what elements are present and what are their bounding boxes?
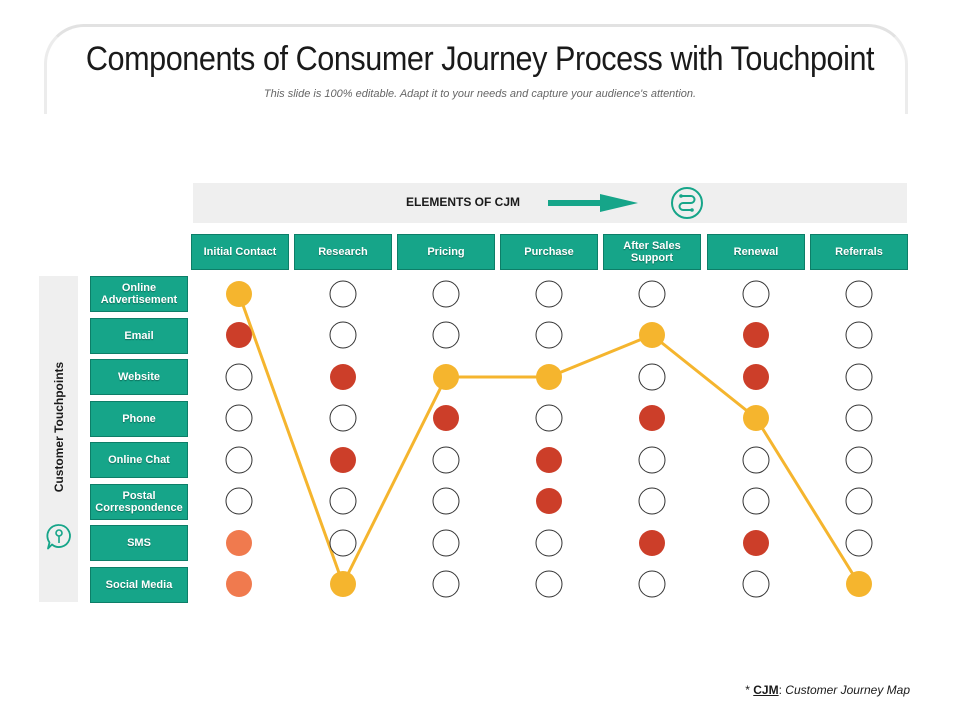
row-header-website: Website: [90, 359, 188, 395]
touchpoint-dot-r1-c5: [743, 322, 769, 348]
touchpoint-dot-r7-c0: [226, 571, 252, 597]
touchpoint-dot-r6-c3: [535, 529, 563, 557]
column-header-research: Research: [294, 234, 392, 270]
touchpoint-dot-r7-c1: [330, 571, 356, 597]
row-header-email: Email: [90, 318, 188, 354]
journey-path-icon: [671, 187, 703, 219]
touchpoint-dot-r0-c4: [638, 280, 666, 308]
touchpoint-dot-r6-c6: [845, 529, 873, 557]
touchpoint-dot-r3-c0: [225, 404, 253, 432]
touchpoint-dot-r2-c0: [225, 363, 253, 391]
touchpoint-dot-r1-c0: [226, 322, 252, 348]
row-header-postal-correspondence: Postal Correspondence: [90, 484, 188, 520]
touchpoint-dot-r1-c6: [845, 321, 873, 349]
touchpoint-dot-r5-c4: [638, 487, 666, 515]
column-header-purchase: Purchase: [500, 234, 598, 270]
touchpoint-dot-r4-c0: [225, 446, 253, 474]
row-header-sms: SMS: [90, 525, 188, 561]
column-header-renewal: Renewal: [707, 234, 805, 270]
footnote-star: *: [745, 683, 754, 697]
footnote: * CJM: Customer Journey Map: [745, 683, 910, 697]
touchpoint-dot-r2-c3: [536, 364, 562, 390]
touchpoint-dot-r5-c6: [845, 487, 873, 515]
touchpoint-dot-r7-c2: [432, 570, 460, 598]
title-frame: [44, 24, 908, 114]
touchpoint-dot-r0-c6: [845, 280, 873, 308]
touchpoint-dot-r4-c5: [742, 446, 770, 474]
touchpoint-dot-r4-c2: [432, 446, 460, 474]
touchpoint-dot-r3-c4: [639, 405, 665, 431]
touchpoint-dot-r2-c5: [743, 364, 769, 390]
touchpoint-dot-r6-c0: [226, 530, 252, 556]
touchpoint-dot-r7-c4: [638, 570, 666, 598]
touchpoint-dot-r0-c3: [535, 280, 563, 308]
row-header-phone: Phone: [90, 401, 188, 437]
touchpoint-bubble-icon: [46, 524, 71, 550]
touchpoint-dot-r1-c1: [329, 321, 357, 349]
page-subtitle: This slide is 100% editable. Adapt it to…: [263, 88, 697, 100]
touchpoint-dot-r3-c5: [743, 405, 769, 431]
column-header-initial-contact: Initial Contact: [191, 234, 289, 270]
touchpoint-dot-r7-c6: [846, 571, 872, 597]
touchpoint-dot-r1-c4: [639, 322, 665, 348]
touchpoint-dot-r7-c3: [535, 570, 563, 598]
touchpoint-dot-r3-c6: [845, 404, 873, 432]
column-header-referrals: Referrals: [810, 234, 908, 270]
touchpoint-dot-r3-c2: [433, 405, 459, 431]
touchpoint-dot-r5-c3: [536, 488, 562, 514]
right-arrow-icon: [548, 194, 638, 212]
touchpoint-dot-r7-c5: [742, 570, 770, 598]
page-title: Components of Consumer Journey Process w…: [85, 40, 875, 78]
touchpoint-dot-r1-c3: [535, 321, 563, 349]
touchpoint-dot-r0-c1: [329, 280, 357, 308]
touchpoint-dot-r6-c1: [329, 529, 357, 557]
touchpoint-dot-r2-c4: [638, 363, 666, 391]
touchpoint-dot-r6-c4: [639, 530, 665, 556]
column-header-after-sales-support: After Sales Support: [603, 234, 701, 270]
touchpoint-dot-r3-c1: [329, 404, 357, 432]
touchpoint-dot-r2-c1: [330, 364, 356, 390]
touchpoint-dot-r5-c5: [742, 487, 770, 515]
elements-label: ELEMENTS OF CJM: [406, 195, 521, 209]
touchpoint-dot-r2-c6: [845, 363, 873, 391]
touchpoint-dot-r3-c3: [535, 404, 563, 432]
touchpoint-dot-r4-c3: [536, 447, 562, 473]
column-header-pricing: Pricing: [397, 234, 495, 270]
touchpoint-dot-r1-c2: [432, 321, 460, 349]
row-header-social-media: Social Media: [90, 567, 188, 603]
touchpoint-dot-r5-c0: [225, 487, 253, 515]
touchpoint-dot-r0-c0: [226, 281, 252, 307]
touchpoint-dot-r4-c6: [845, 446, 873, 474]
footnote-abbr: CJM: [753, 683, 779, 697]
touchpoint-dot-r4-c4: [638, 446, 666, 474]
touchpoint-dot-r0-c5: [742, 280, 770, 308]
touchpoint-dot-r0-c2: [432, 280, 460, 308]
row-header-online-chat: Online Chat: [90, 442, 188, 478]
touchpoint-dot-r4-c1: [330, 447, 356, 473]
row-header-online-advertisement: Online Advertisement: [90, 276, 188, 312]
touchpoint-dot-r5-c2: [432, 487, 460, 515]
footnote-definition: Customer Journey Map: [785, 683, 910, 697]
footnote-colon: :: [778, 683, 782, 697]
touchpoint-dot-r6-c2: [432, 529, 460, 557]
touchpoint-dot-r5-c1: [329, 487, 357, 515]
touchpoint-dot-r6-c5: [743, 530, 769, 556]
touchpoint-dot-r2-c2: [433, 364, 459, 390]
